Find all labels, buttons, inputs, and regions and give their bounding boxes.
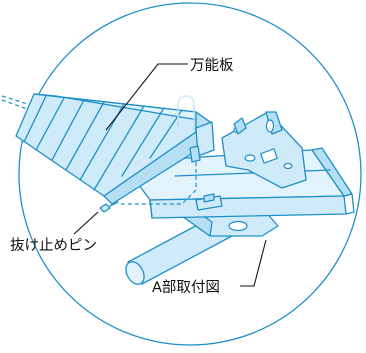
clamp-hardware	[195, 193, 223, 211]
label-board: 万能板	[190, 56, 234, 74]
retaining-pin	[99, 201, 119, 213]
pin-guide-line	[120, 162, 197, 205]
upright-bracket	[221, 111, 307, 189]
label-pin: 抜け止めピン	[10, 237, 97, 254]
label-mount: A部取付図	[152, 279, 220, 296]
board-clip	[189, 121, 215, 163]
leader-board	[105, 63, 188, 131]
universal-board	[15, 93, 211, 205]
projection-line-upper	[1, 95, 35, 107]
u-hook	[177, 95, 195, 129]
projection-line-lower	[1, 99, 31, 111]
leader-pin	[73, 211, 99, 235]
leader-mount	[240, 239, 267, 287]
